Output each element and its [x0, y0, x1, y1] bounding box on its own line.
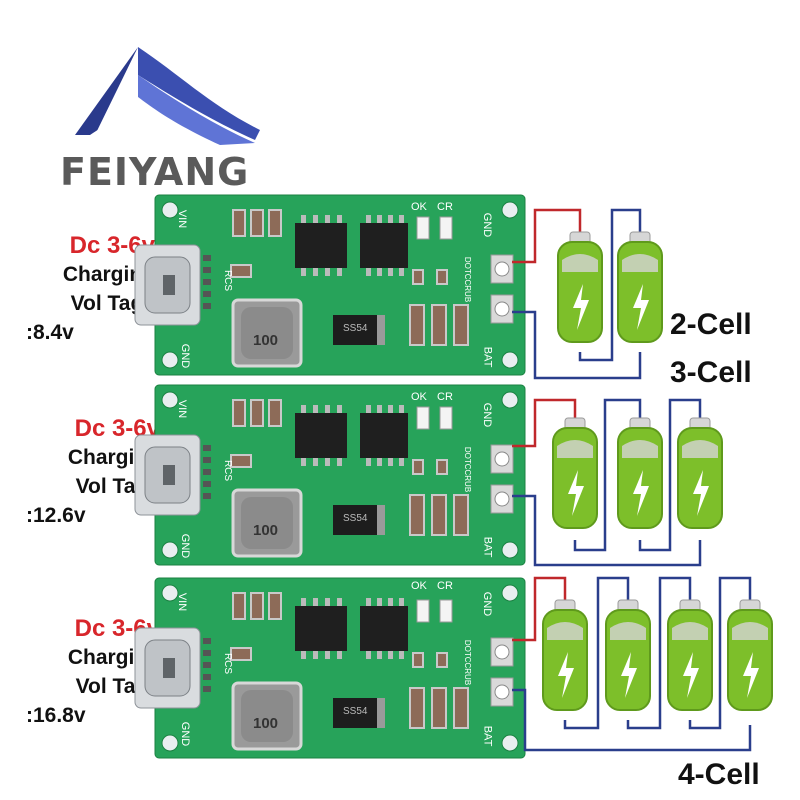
feiyang-logo	[75, 47, 260, 145]
silk-rcs: RCS	[222, 269, 234, 292]
charging-voltage: :16.8v	[26, 704, 86, 727]
diode-marking: SS54	[343, 706, 368, 717]
label-2-cell: 2-Cell	[670, 308, 752, 341]
silk-ok: OK	[411, 580, 427, 592]
silk-rcs: RCS	[222, 652, 234, 675]
silk-bat: BAT	[481, 536, 494, 558]
inductor-marking: 100	[253, 522, 279, 539]
silk-vin: VIN	[176, 592, 189, 612]
silk-gnd: GND	[179, 343, 192, 369]
charging-voltage: :12.6v	[26, 504, 86, 527]
diode-marking: SS54	[343, 323, 368, 334]
silk-dotccrub: DOTCCRUB	[463, 639, 473, 686]
label-3-cell: 3-Cell	[670, 356, 752, 389]
silk-bat: BAT	[481, 725, 494, 747]
silk-cr: CR	[437, 391, 453, 403]
wires-board-3	[512, 576, 752, 752]
vol-tage-label: Vol Tage	[70, 292, 155, 315]
silk-gnd-right: GND	[481, 591, 494, 617]
wires-board-1	[512, 208, 642, 380]
label-4-cell: 4-Cell	[678, 758, 760, 791]
wires-board-2	[512, 398, 702, 567]
silk-vin: VIN	[176, 209, 189, 229]
board-2-silk: VIN GND RCS OK CR GND DOTCCRUB BAT 100 S…	[155, 385, 525, 565]
silk-dotccrub: DOTCCRUB	[463, 446, 473, 493]
board-3-silk: VIN GND RCS OK CR GND DOTCCRUB BAT 100 S…	[155, 578, 525, 758]
silk-gnd-right: GND	[481, 212, 494, 238]
board-1-labels: Dc 3-6v Charging Vol Tage :8.4v	[20, 232, 155, 347]
silk-rcs: RCS	[222, 459, 234, 482]
inductor-marking: 100	[253, 715, 279, 732]
silk-gnd: GND	[179, 721, 192, 747]
silk-vin: VIN	[176, 399, 189, 419]
silk-cr: CR	[437, 580, 453, 592]
silk-cr: CR	[437, 201, 453, 213]
charging-voltage: :8.4v	[26, 321, 74, 344]
silk-dotccrub: DOTCCRUB	[463, 256, 473, 303]
silk-gnd-right: GND	[481, 402, 494, 428]
brand-name: FEIYANG	[60, 150, 250, 194]
silk-ok: OK	[411, 201, 427, 213]
silk-ok: OK	[411, 391, 427, 403]
silk-gnd: GND	[179, 533, 192, 559]
silk-bat: BAT	[481, 346, 494, 368]
inductor-marking: 100	[253, 332, 279, 349]
board-1-silk: VIN GND RCS OK CR GND DOTCCRUB BAT 100 S…	[155, 195, 525, 375]
diode-marking: SS54	[343, 513, 368, 524]
charging-label: Charging	[62, 263, 155, 286]
